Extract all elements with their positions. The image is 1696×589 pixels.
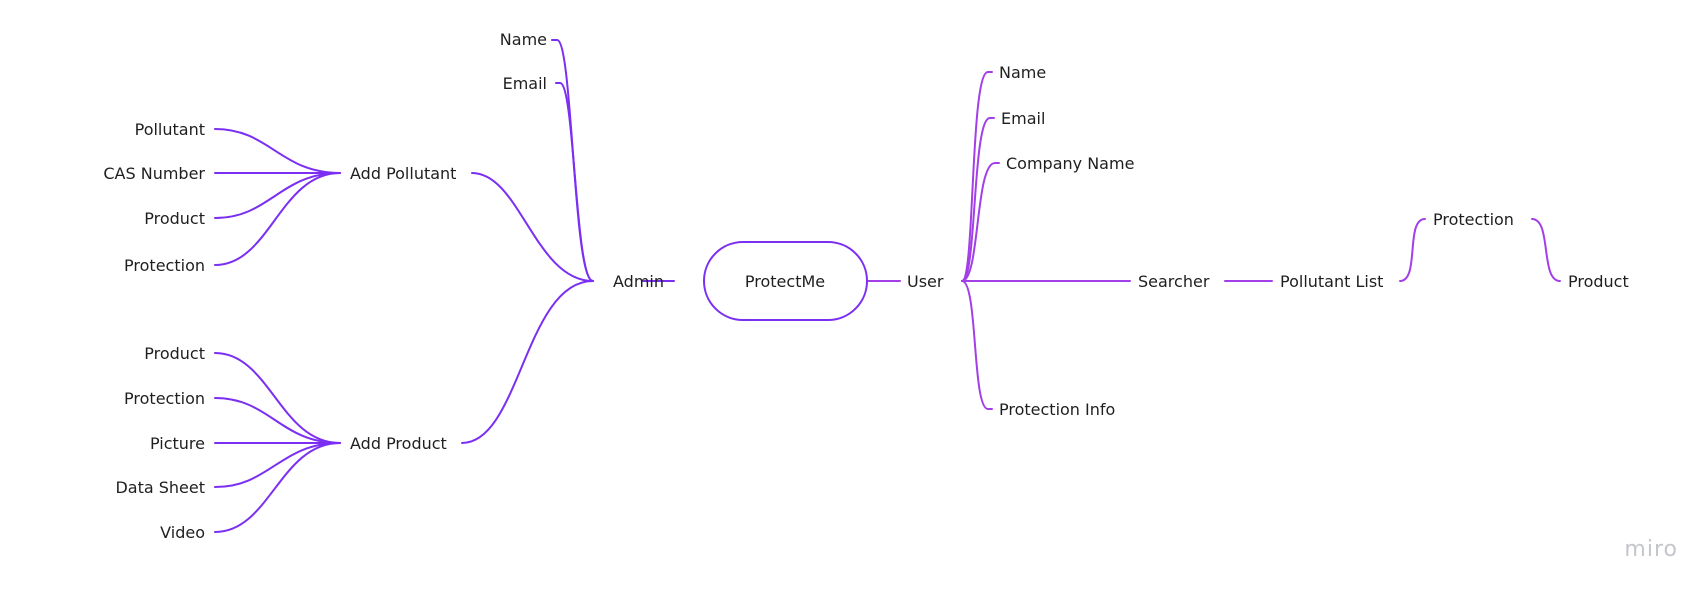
ap-protection-node[interactable]: Protection [124,256,205,275]
admin-branch: Admin Name Email Add Pollutant Add Produ… [103,30,664,542]
connector-apr-product [214,352,341,444]
ap-cas-node[interactable]: CAS Number [103,164,205,183]
connector-user-email [961,117,995,282]
connector-admin-add-pollutant [471,172,594,282]
connector-ap-protection [214,172,341,266]
user-name-node[interactable]: Name [999,63,1046,82]
pl-protection-node[interactable]: Protection [1433,210,1514,229]
add-pollutant-node[interactable]: Add Pollutant [350,164,456,183]
root-label: ProtectMe [745,272,825,291]
add-product-node[interactable]: Add Product [350,434,447,453]
searcher-node[interactable]: Searcher [1138,272,1210,291]
user-connectors [867,71,1561,410]
user-node[interactable]: User [907,272,944,291]
apr-video-node[interactable]: Video [160,523,205,542]
root-node[interactable]: ProtectMe [703,241,868,321]
pl-product-node[interactable]: Product [1568,272,1629,291]
connector-protection-product [1531,218,1561,282]
connector-apr-datasheet [214,442,341,488]
connector-admin-email [555,82,594,282]
apr-product-node[interactable]: Product [144,344,205,363]
connector-apr-video [214,442,341,533]
connector-user-protection-info [961,280,993,410]
apr-protection-node[interactable]: Protection [124,389,205,408]
miro-watermark: miro [1624,537,1678,562]
user-branch: User Name Email Company Name Searcher Po… [907,63,1629,419]
connector-ap-pollutant [214,128,341,174]
connector-user-company [961,162,1000,282]
admin-name-node[interactable]: Name [500,30,547,49]
connector-pollutant-list-protection [1399,218,1426,282]
admin-connectors [214,39,675,533]
admin-email-node[interactable]: Email [503,74,547,93]
admin-node[interactable]: Admin [613,272,664,291]
protection-info-node[interactable]: Protection Info [999,400,1115,419]
connector-admin-add-product [461,280,594,444]
pollutant-list-node[interactable]: Pollutant List [1280,272,1383,291]
connector-apr-protection [214,397,341,444]
connector-admin-name [551,39,594,282]
apr-picture-node[interactable]: Picture [150,434,205,453]
connector-user-name [961,71,993,282]
user-company-node[interactable]: Company Name [1006,154,1134,173]
connector-ap-product [214,172,341,219]
ap-pollutant-node[interactable]: Pollutant [135,120,205,139]
user-email-node[interactable]: Email [1001,109,1045,128]
apr-datasheet-node[interactable]: Data Sheet [115,478,205,497]
ap-product-node[interactable]: Product [144,209,205,228]
